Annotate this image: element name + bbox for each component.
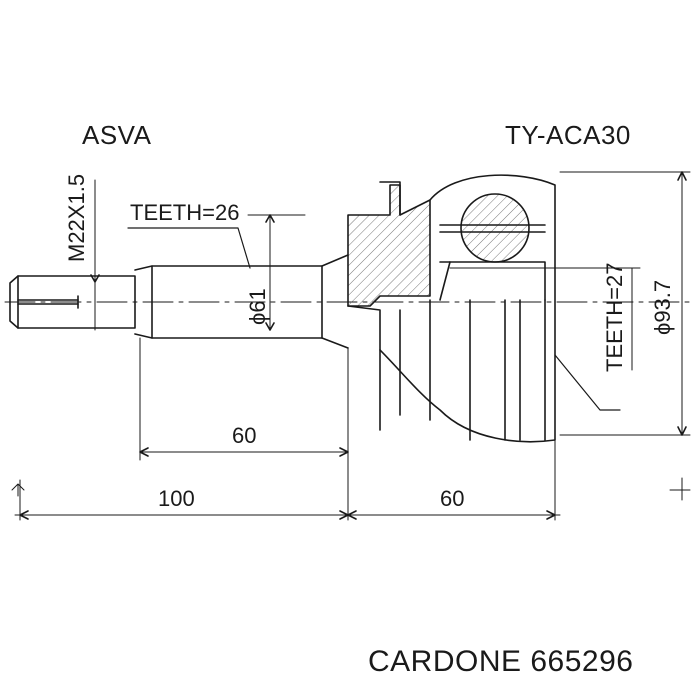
dimension-100-label: 100 xyxy=(158,486,195,511)
part-number-label: TY-ACA30 xyxy=(505,120,631,150)
dimension-60-upper-label: 60 xyxy=(232,423,257,448)
splined-shaft xyxy=(134,265,323,339)
shaft-neck xyxy=(321,254,349,349)
footer-caption: CARDONE 665296 xyxy=(368,645,634,678)
thread-spec-label: M22X1.5 xyxy=(64,173,89,262)
left-brand-label: ASVA xyxy=(82,120,152,150)
ball-race xyxy=(460,193,530,263)
housing-flange xyxy=(347,184,431,307)
teeth26-leader xyxy=(127,227,251,269)
right-teeth-label: TEETH=27 xyxy=(602,262,627,372)
shaft-diameter-label: ϕ61 xyxy=(245,288,270,325)
dimension-60-lower-label: 60 xyxy=(440,486,465,511)
outer-bell-body xyxy=(379,174,556,443)
outer-diameter-label: ϕ93.7 xyxy=(650,279,675,335)
left-teeth-label: TEETH=26 xyxy=(130,200,240,225)
thread-stub xyxy=(17,275,136,329)
